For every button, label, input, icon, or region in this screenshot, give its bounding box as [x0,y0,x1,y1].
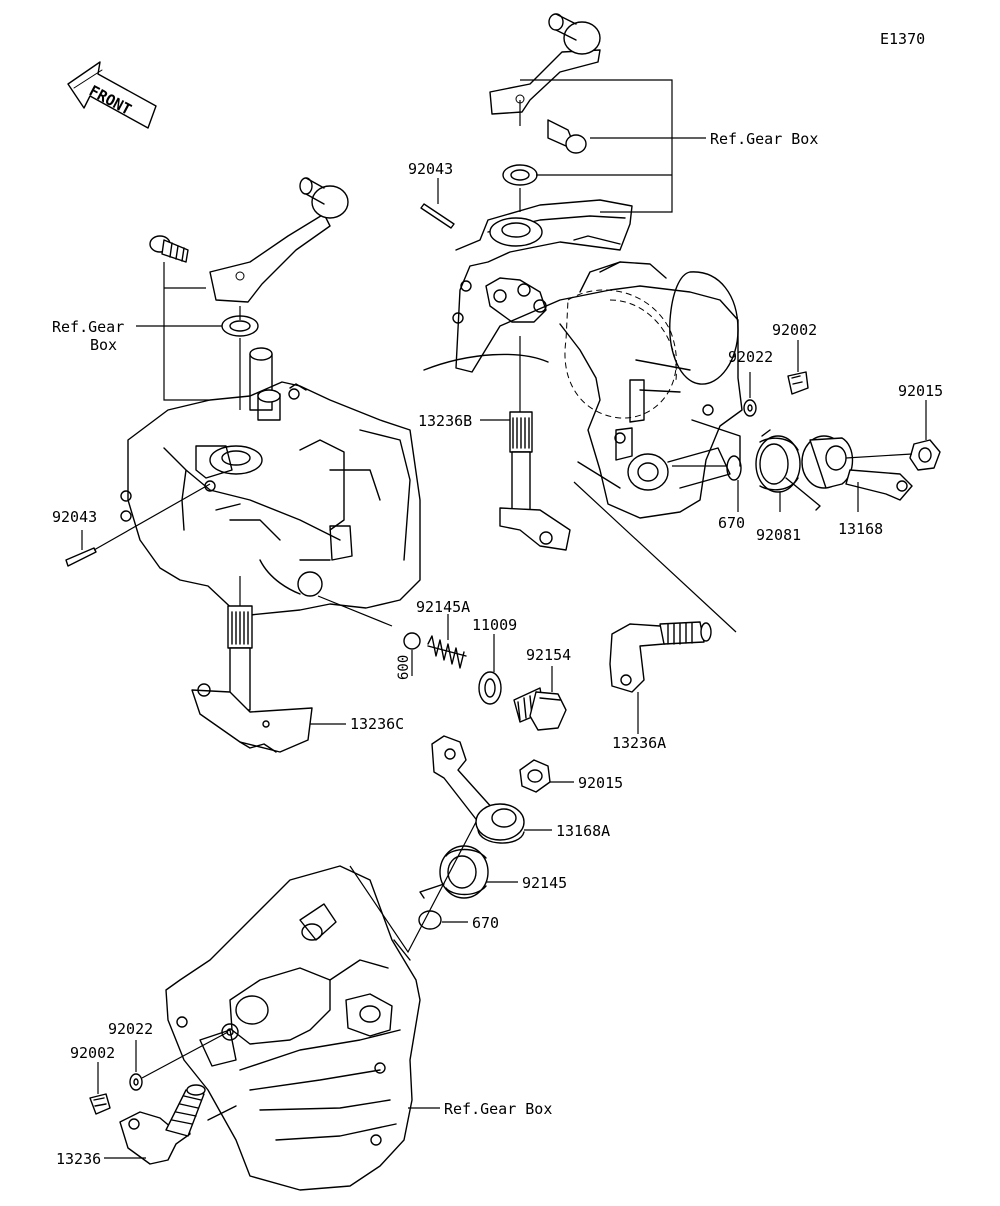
label-92154: 92154 [526,646,571,664]
label-92081: 92081 [756,526,801,544]
ball-600 [403,632,421,650]
shift-shaft-13236B [499,411,571,551]
bolt-92002-right [787,371,809,395]
spring-92145 [419,845,489,899]
label-600: 600 [396,655,412,680]
label-92022-right: 92022 [728,348,773,366]
nut-92015-right [909,439,941,471]
ref-gear-box-top-label: Ref.Gear Box [710,130,818,148]
label-13168: 13168 [838,520,883,538]
flange-bolt-top [547,119,587,154]
transmission-housing-left [120,347,421,617]
nut-92015-mid [519,759,551,793]
label-92145: 92145 [522,874,567,892]
shift-shaft-13236 [119,1084,206,1165]
label-670-right: 670 [718,514,745,532]
label-92002-right: 92002 [772,321,817,339]
shift-shaft-13236C [191,605,313,753]
gear-box-housing-bottom [165,865,421,1191]
label-670-mid: 670 [472,914,499,932]
pin-92043-top [420,203,455,229]
label-92145A: 92145A [416,598,470,616]
spring-92145A [427,635,467,669]
front-arrow-icon: FRONT [67,61,157,129]
label-92015-mid: 92015 [578,774,623,792]
shift-shaft-13236A [609,621,712,693]
pin-92043-left [65,547,97,567]
flange-bolt-left [149,235,189,263]
shift-lever-top [489,13,601,115]
ref-gear-box-bottom-label: Ref.Gear Box [444,1100,552,1118]
label-13236B: 13236B [418,412,472,430]
front-label: FRONT [86,82,134,119]
washer-92022-bottom [129,1073,143,1091]
label-13236A: 13236A [612,734,666,752]
label-92043-top: 92043 [408,160,453,178]
label-11009: 11009 [472,616,517,634]
shift-lever-left [209,177,349,303]
circlip-670-mid [418,910,442,930]
label-13168A: 13168A [556,822,610,840]
label-92043-left: 92043 [52,508,97,526]
label-92015-right: 92015 [898,382,943,400]
circlip-670-right [726,455,742,481]
return-spring-92081 [755,429,821,511]
oil-seal-top [502,164,538,186]
shift-lever-13168A [431,735,525,844]
ref-gear-left-label-line1: Ref.Gear [52,318,124,336]
diagram-id-label: E1370 [880,30,925,48]
bolt-92002-bottom [89,1093,111,1115]
label-92002-bottom: 92002 [70,1044,115,1062]
washer-11009 [478,671,502,705]
label-13236C: 13236C [350,715,404,733]
washer-92022-right [743,399,757,417]
plug-92154 [513,687,567,731]
label-13236: 13236 [56,1150,101,1168]
ref-gear-left-label-line2: Box [90,336,117,354]
label-92022-bottom: 92022 [108,1020,153,1038]
shift-lever-13168 [801,435,913,501]
transmission-housing-top [452,199,743,519]
